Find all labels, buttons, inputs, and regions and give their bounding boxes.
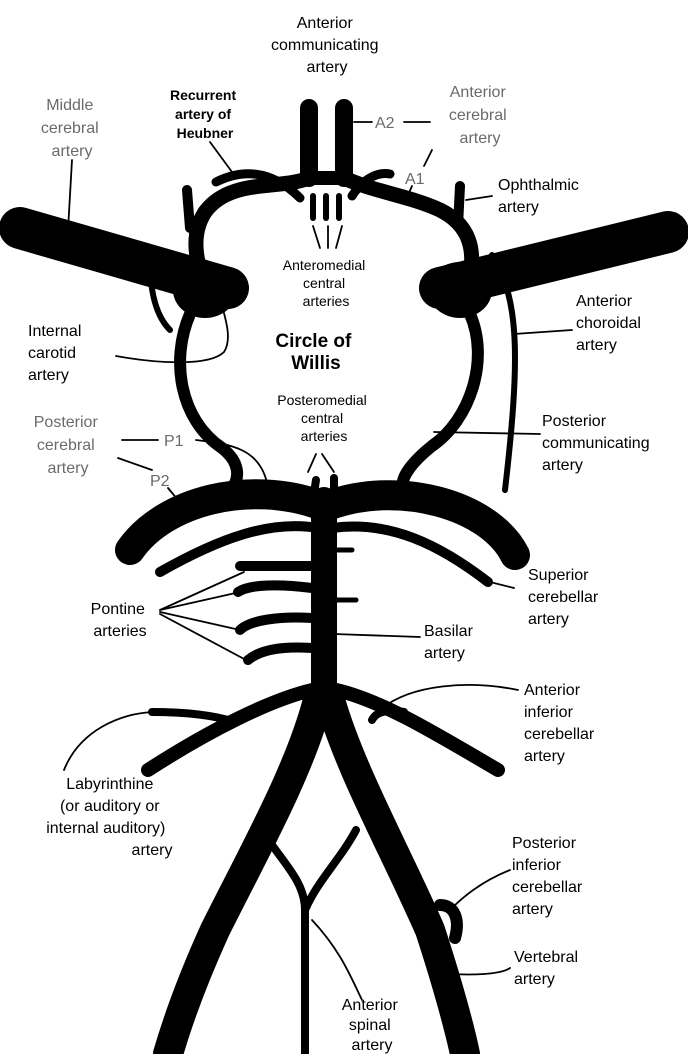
internal-carotid-right [428,262,492,318]
anterior-spinal-vessel [262,830,305,1054]
label-ophthalmic: Ophthalmic artery [498,177,583,216]
label-a1: A1 [405,171,425,188]
label-labyrinthine: Labyrinthine (or auditory or internal au… [46,776,172,859]
label-posteromedial: Posteromedial central arteries [277,392,370,444]
label-p2: P2 [150,473,170,490]
leader-spinal [312,920,362,1000]
label-aica: Anterior inferior cerebellar artery [524,682,599,765]
leader-pontine-1 [160,572,244,610]
leader-vertebral [452,968,510,974]
leader-labyrinthine [64,712,152,770]
leader-anteromedial-3 [336,226,342,248]
pontine-branch-4 [248,648,312,661]
leader-pontine-2 [160,592,240,610]
label-pcom: Posterior communicating artery [542,413,654,474]
leader-posteromedial-2 [322,454,334,472]
leader-p2 [118,458,152,470]
label-pica: Posterior inferior cerebellar artery [512,835,587,918]
label-pca: Posterior cerebral artery [34,414,102,477]
leader-aca [424,150,432,166]
label-aca: Anterior cerebral artery [449,84,511,147]
label-heubner: Recurrent artery of Heubner [170,87,240,141]
leader-choroidal [514,330,572,334]
label-choroidal: Anterior choroidal artery [576,293,645,354]
leader-basilar [334,634,420,637]
label-sca: Superior cerebellar artery [528,567,603,628]
leader-heubner [210,142,232,172]
ophthalmic-artery-left [187,190,190,228]
pontine-branch-3 [240,618,312,631]
anterior-spinal-vessel-right [305,830,356,910]
ophthalmic-artery-right [458,186,460,226]
label-anterior-spinal: Anterior spinal artery [342,997,402,1054]
label-circle-of-willis: Circle of Willis [275,331,356,374]
leader-posteromedial-1 [308,454,316,472]
internal-carotid-left [173,262,237,318]
leader-ophthalmic [466,196,492,200]
leader-aica [380,685,518,710]
leader-mca [68,160,72,230]
label-ica: Internal carotid artery [28,323,86,384]
leader-anteromedial-1 [313,226,320,248]
leader-pica [452,870,510,908]
label-mca: Middle cerebral artery [41,97,103,160]
labyrinthine-vessel-left [152,712,235,722]
label-p1: P1 [164,433,184,450]
posterior-communicating-right [403,314,478,488]
pontine-branch-2 [238,585,312,592]
label-acom: Anterior communicating artery [271,15,383,76]
label-vertebral: Vertebral artery [514,949,583,988]
label-pontine: Pontine arteries [91,601,150,640]
label-basilar: Basilar artery [424,623,477,662]
label-a2: A2 [375,115,395,132]
superior-cerebellar-right [332,527,488,582]
label-anteromedial: Anteromedial central arteries [283,257,369,309]
